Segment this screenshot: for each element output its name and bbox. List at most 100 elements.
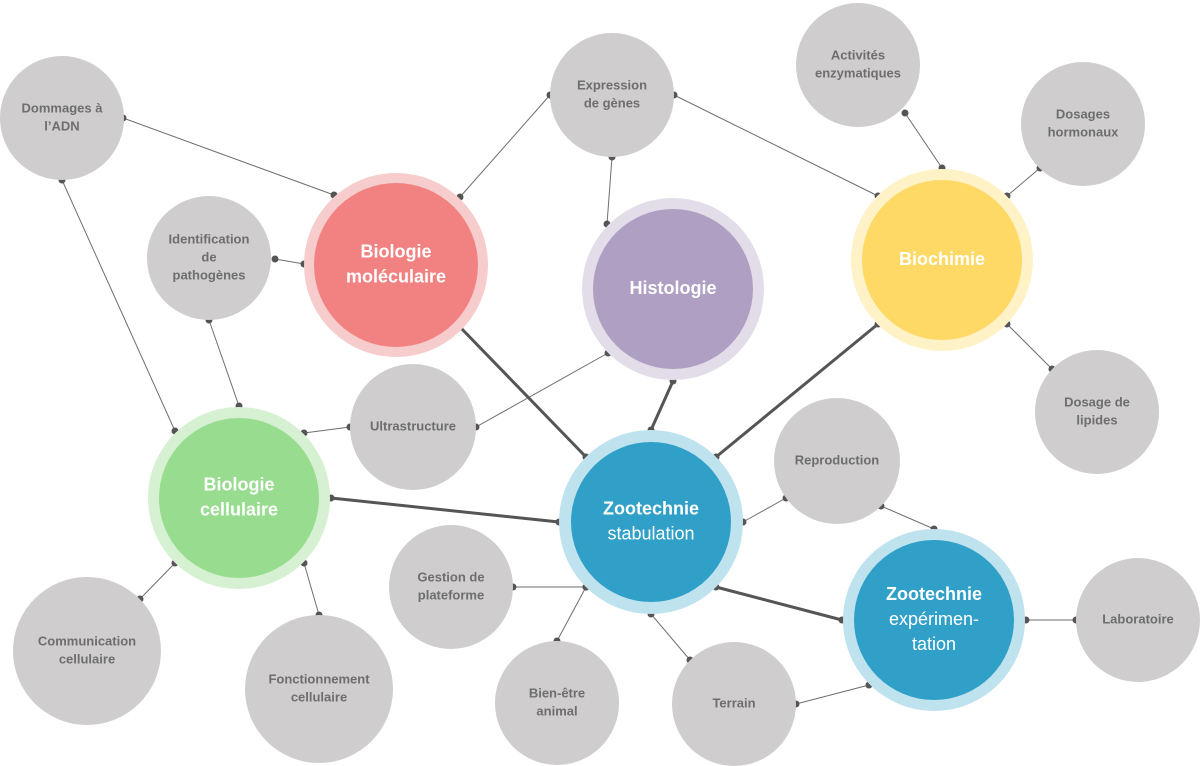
- satellite-communication-cellulaire-label-line-1: Communication: [38, 633, 136, 648]
- hub-biologie-cellulaire[interactable]: Biologie cellulaire: [148, 407, 330, 589]
- satellite-communication-cellulaire-label-line-2: cellulaire: [59, 651, 115, 666]
- satellite-activites-enzymatiques-label-line-1: Activités: [831, 47, 885, 62]
- hub-biologie-cellulaire-label-line-2: cellulaire: [200, 499, 278, 519]
- satellite-activites-enzymatiques-circle: [796, 3, 920, 127]
- edge-expression-biomol: [459, 94, 551, 198]
- hub-biologie-moleculaire-label-line-2: moléculaire: [346, 266, 446, 286]
- hub-zootechnie-experimentation-label-line-3: tation: [912, 634, 956, 654]
- satellite-fonctionnement-cellulaire-label-line-1: Fonctionnement: [268, 671, 370, 686]
- edge-repro-exp: [880, 505, 935, 530]
- hub-zootechnie-stabulation[interactable]: Zootechnie stabulation: [559, 430, 743, 614]
- edge-stab-exp: [715, 585, 843, 622]
- satellite-ultrastructure-label-line-1: Ultrastructure: [370, 418, 456, 433]
- edge-biochimie-stab: [715, 322, 879, 459]
- hub-histologie-circle: [593, 209, 753, 369]
- hub-biochimie-label-line-1: Biochimie: [899, 249, 985, 269]
- hub-biologie-moleculaire-label-line-1: Biologie: [361, 241, 432, 261]
- satellite-dommages-adn-circle: [0, 56, 124, 180]
- satellite-reproduction-circle: [774, 398, 900, 524]
- satellite-laboratoire[interactable]: Laboratoire: [1076, 558, 1200, 682]
- satellite-communication-cellulaire-circle: [13, 577, 161, 725]
- edge-bienetre-stab: [556, 586, 587, 642]
- satellite-dosage-lipides-label-line-1: Dosage de: [1064, 394, 1130, 409]
- hub-zootechnie-stabulation-label-line-2: stabulation: [607, 523, 694, 543]
- hub-biochimie-circle: [862, 180, 1022, 340]
- satellite-fonctionnement-cellulaire[interactable]: Fonctionnement cellulaire: [245, 615, 393, 763]
- edge-identif-biocell: [208, 319, 240, 407]
- hub-biologie-moleculaire[interactable]: Biologie moléculaire: [304, 173, 488, 357]
- satellite-bien-etre-animal[interactable]: Bien-être animal: [495, 641, 619, 765]
- hub-biochimie[interactable]: Biochimie: [851, 169, 1033, 351]
- satellite-expression-genes[interactable]: Expression de gènes: [550, 33, 674, 157]
- satellite-identification-pathogenes[interactable]: Identification de pathogènes: [147, 196, 271, 320]
- satellite-fonctionnement-cellulaire-circle: [245, 615, 393, 763]
- edge-comm-biocell: [139, 562, 176, 600]
- edge-terrain-exp: [795, 684, 870, 705]
- satellite-bien-etre-animal-circle: [495, 641, 619, 765]
- edge-ultra-histo: [475, 352, 609, 428]
- edge-fonct-biocell: [303, 562, 320, 616]
- satellite-fonctionnement-cellulaire-label-line-2: cellulaire: [291, 689, 347, 704]
- satellite-dommages-adn-label-line-1: Dommages à: [22, 100, 104, 115]
- hub-zootechnie-stabulation-label-line-1: Zootechnie: [603, 498, 699, 518]
- satellite-expression-genes-label-line-2: de gènes: [584, 95, 640, 110]
- satellite-activites-enzymatiques[interactable]: Activités enzymatiques: [796, 3, 920, 127]
- satellite-reproduction[interactable]: Reproduction: [774, 398, 900, 524]
- satellite-communication-cellulaire[interactable]: Communication cellulaire: [13, 577, 161, 725]
- satellite-dommages-adn-label-line-2: l’ADN: [44, 118, 79, 133]
- satellite-laboratoire-label-line-1: Laboratoire: [1102, 611, 1174, 626]
- satellite-identification-pathogenes-label-line-2: de: [201, 249, 216, 264]
- edge-biomol-stab: [458, 325, 588, 459]
- hub-biologie-cellulaire-circle: [159, 418, 319, 578]
- edge-hormonaux-biochimie: [1006, 167, 1041, 197]
- satellite-identification-pathogenes-circle: [147, 196, 271, 320]
- satellite-bien-etre-animal-label-line-2: animal: [536, 703, 577, 718]
- edge-expression-biochimie: [673, 94, 879, 197]
- satellite-dosage-lipides-label-line-2: lipides: [1076, 412, 1117, 427]
- hub-biologie-moleculaire-circle: [314, 183, 478, 347]
- satellite-identification-pathogenes-label-line-3: pathogènes: [173, 267, 246, 282]
- edge-identif-biomol: [274, 258, 305, 265]
- satellite-expression-genes-circle: [550, 33, 674, 157]
- satellite-terrain-label-line-1: Terrain: [712, 695, 755, 710]
- satellite-terrain-circle: [672, 642, 796, 766]
- edge-terrain-stab: [650, 613, 691, 661]
- satellite-gestion-plateforme-label-line-1: Gestion de: [417, 569, 484, 584]
- satellite-gestion-plateforme-circle: [389, 525, 513, 649]
- edge-activites-biochimie-endpoint-1: [901, 109, 909, 117]
- satellite-dosage-lipides[interactable]: Dosage de lipides: [1035, 350, 1159, 474]
- edge-identif-biomol-endpoint-1: [271, 255, 279, 263]
- satellite-dosage-lipides-circle: [1035, 350, 1159, 474]
- satellite-bien-etre-animal-label-line-1: Bien-être: [529, 685, 585, 700]
- hub-zootechnie-experimentation[interactable]: Zootechnie expérimen-tation: [843, 529, 1025, 711]
- satellite-ultrastructure[interactable]: Ultrastructure: [350, 364, 476, 490]
- edge-repro-stab: [742, 497, 787, 523]
- edge-activites-biochimie: [904, 112, 943, 169]
- hub-biologie-cellulaire-label-line-1: Biologie: [204, 474, 275, 494]
- hub-zootechnie-experimentation-label-line-1: Zootechnie: [886, 584, 982, 604]
- satellite-terrain[interactable]: Terrain: [672, 642, 796, 766]
- satellite-dommages-adn[interactable]: Dommages à l’ADN: [0, 56, 124, 180]
- satellite-identification-pathogenes-label-line-1: Identification: [169, 231, 250, 246]
- hub-histologie-label-line-1: Histologie: [629, 278, 716, 298]
- hub-histologie[interactable]: Histologie: [582, 198, 764, 380]
- satellite-activites-enzymatiques-label-line-2: enzymatiques: [815, 65, 901, 80]
- hub-zootechnie-experimentation-circle: [854, 540, 1014, 700]
- satellite-dosages-hormonaux-circle: [1021, 62, 1145, 186]
- edge-dommages-biomol: [122, 117, 335, 196]
- satellite-reproduction-label-line-1: Reproduction: [795, 452, 880, 467]
- hub-zootechnie-stabulation-circle: [571, 442, 731, 602]
- edge-biocell-stab: [330, 496, 560, 524]
- edge-ultra-biocell: [303, 426, 351, 434]
- satellite-dosages-hormonaux-label-line-2: hormonaux: [1048, 124, 1120, 139]
- edge-dommages-biocell: [61, 179, 176, 432]
- edge-expression-histo: [606, 156, 613, 225]
- satellite-laboratoire-circle: [1076, 558, 1200, 682]
- hub-zootechnie-experimentation-label-line-2: expérimen-: [889, 609, 979, 629]
- edge-histo-stab: [649, 380, 675, 431]
- satellite-expression-genes-label-line-1: Expression: [577, 77, 647, 92]
- edge-lipides-biochimie: [1006, 323, 1053, 370]
